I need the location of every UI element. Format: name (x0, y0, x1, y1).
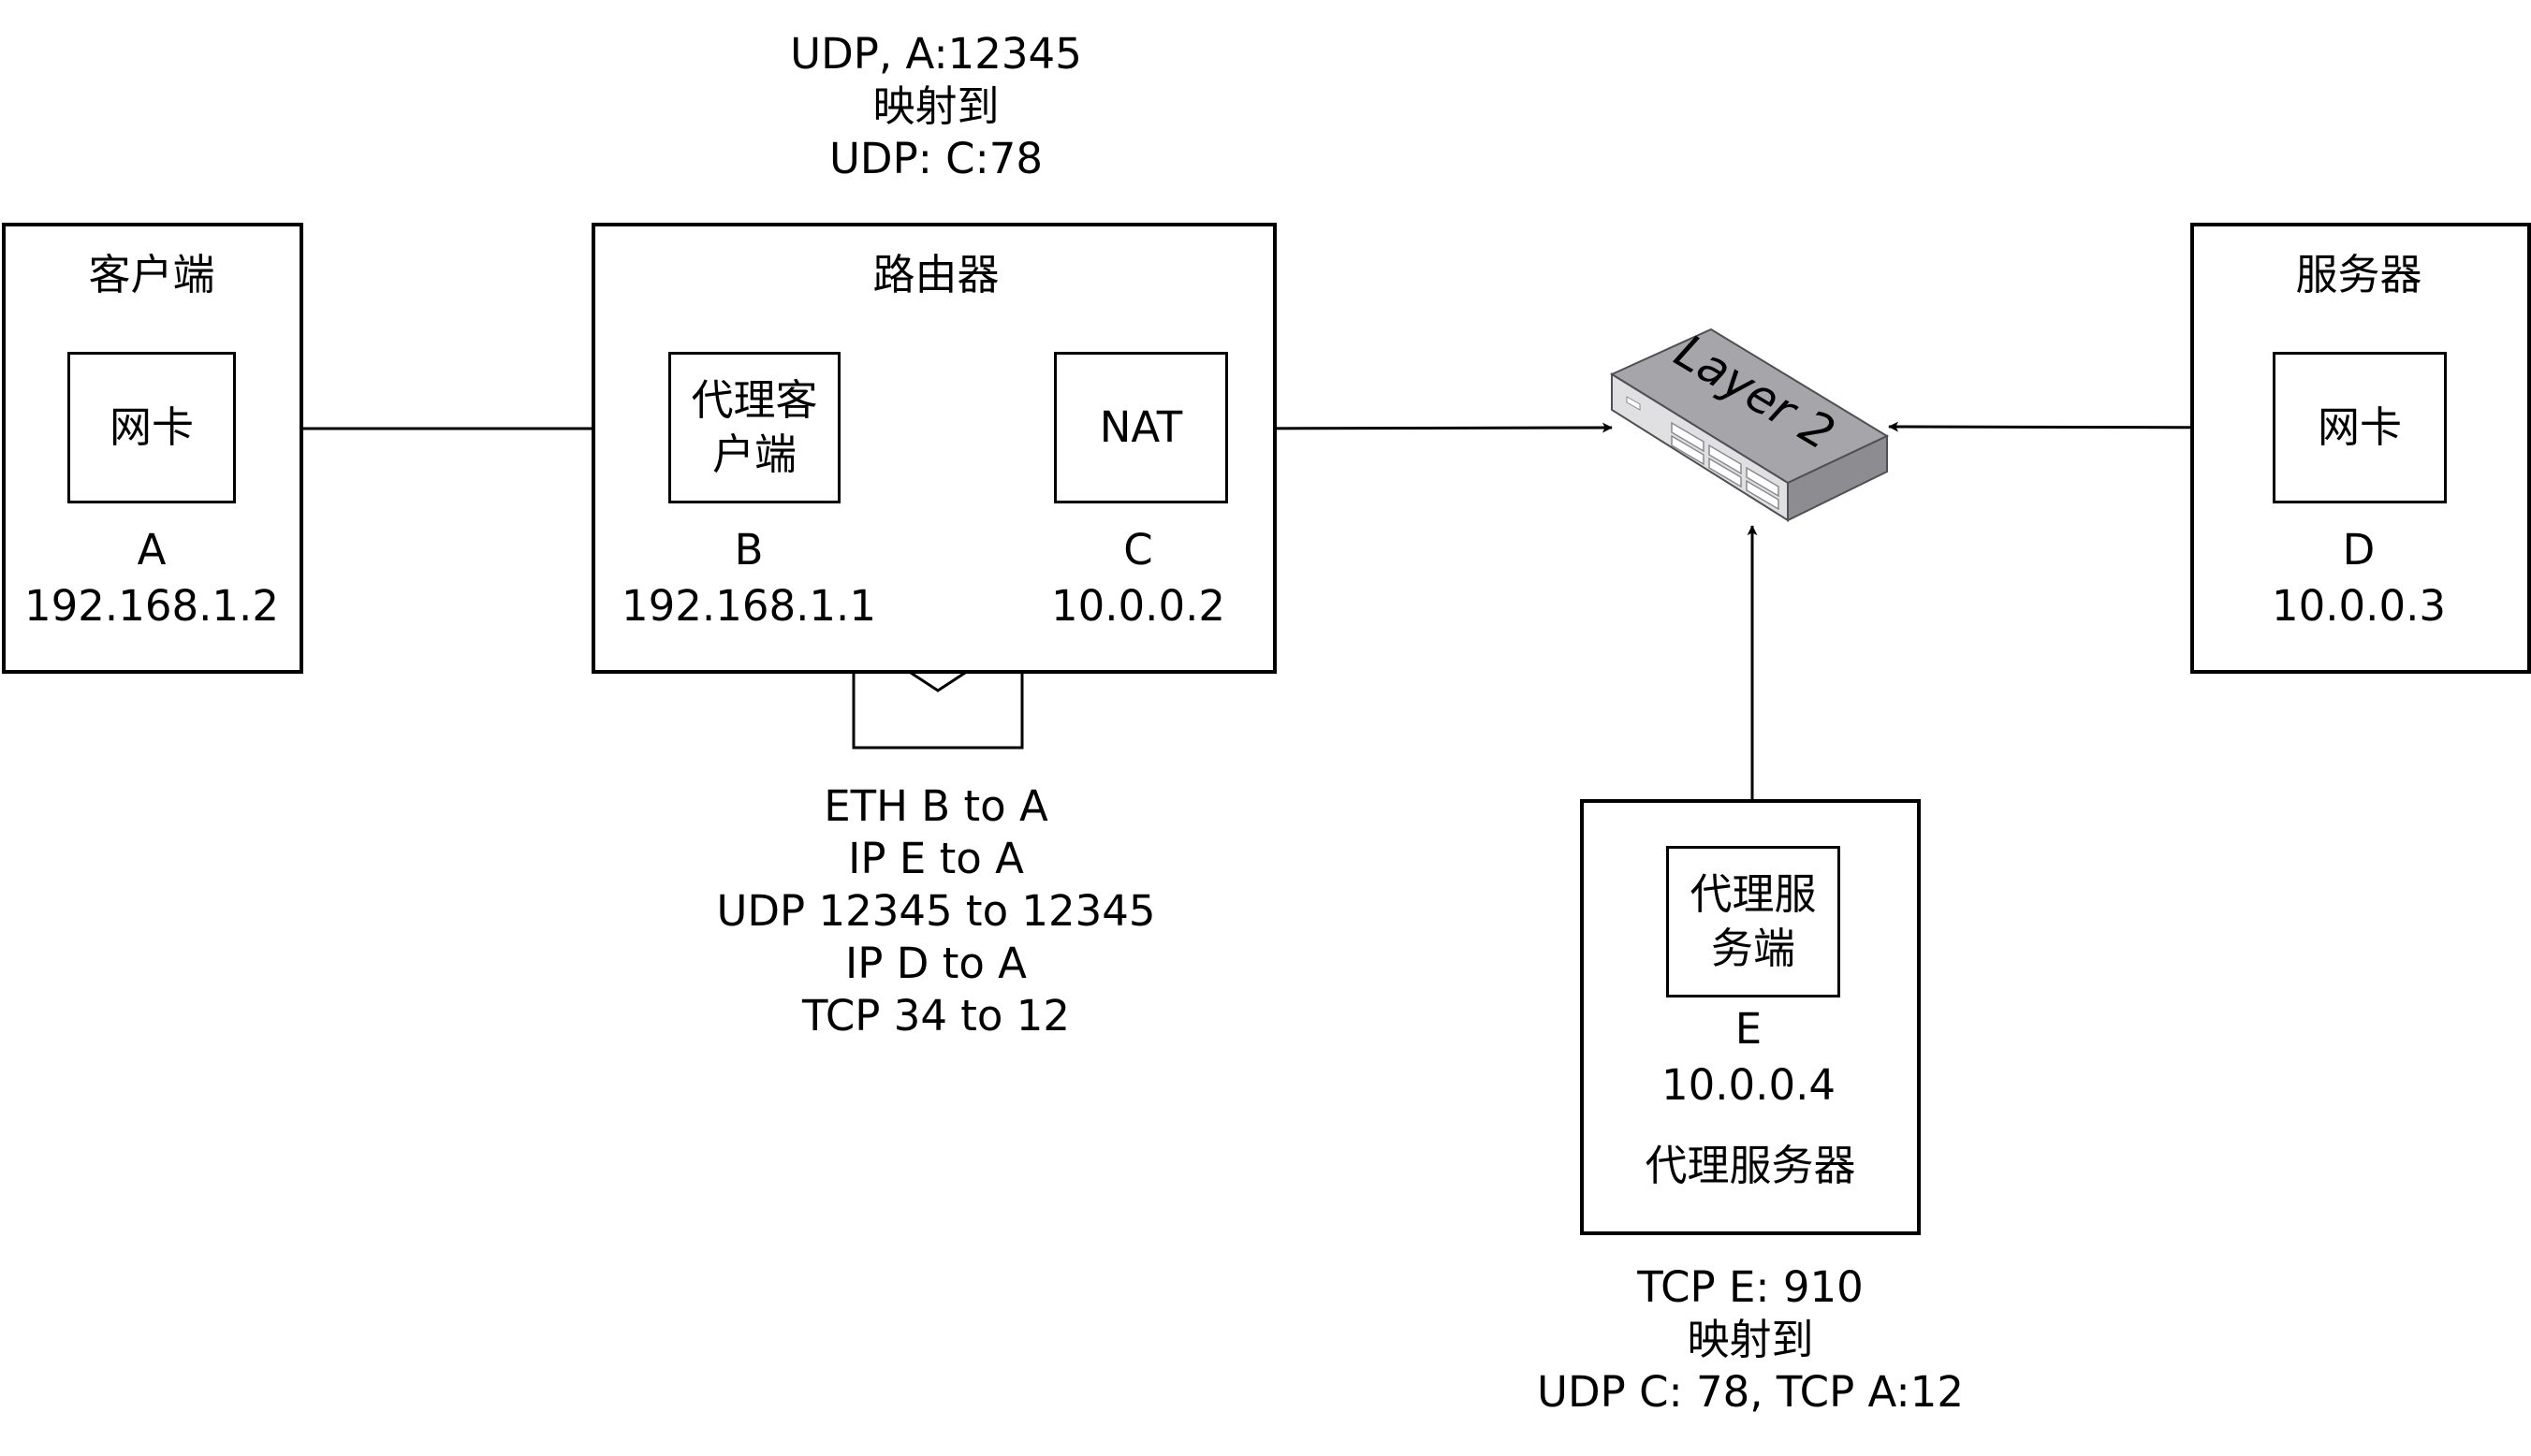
server-nic-label: 网卡 (2317, 402, 2402, 452)
packet-line5: TCP 34 to 12 (801, 991, 1071, 1041)
proxy-client-label: 代理客户端 (691, 375, 818, 479)
proxy-server-ip: 10.0.0.4 (1661, 1060, 1836, 1110)
client-title: 客户端 (88, 250, 215, 299)
router-c-letter: C (1123, 525, 1153, 575)
packet-line3: UDP 12345 to 12345 (716, 886, 1156, 936)
nat-box: NAT (1054, 352, 1228, 503)
router-title: 路由器 (872, 250, 1000, 299)
server-nic-box: 网卡 (2273, 352, 2447, 503)
top-annotation-line3: UDP: C:78 (828, 134, 1044, 183)
packet-line2: IP E to A (848, 834, 1024, 883)
packet-line4: IP D to A (845, 939, 1027, 988)
proxy-server-title: 代理服务器 (1645, 1141, 1856, 1190)
server-title: 服务器 (2295, 250, 2422, 299)
server-node-letter: D (2342, 525, 2376, 575)
proxy-client-box: 代理客户端 (668, 352, 841, 503)
packet-line1: ETH B to A (824, 781, 1048, 831)
bottom-annotation-line2: 映射到 (1687, 1315, 1814, 1364)
top-annotation-line2: 映射到 (872, 81, 1000, 131)
packet-description: ETH B to A IP E to A UDP 12345 to 12345 … (716, 780, 1155, 1042)
router-b-letter: B (734, 525, 764, 575)
top-annotation-line1: UDP, A:12345 (790, 29, 1082, 79)
client-nic-label: 网卡 (109, 402, 194, 452)
bottom-annotation-line3: UDP C: 78, TCP A:12 (1537, 1367, 1964, 1417)
client-nic-box: 网卡 (67, 352, 236, 503)
bottom-annotation: TCP E: 910 映射到 UDP C: 78, TCP A:12 (1537, 1261, 1964, 1419)
server-ip: 10.0.0.3 (2271, 581, 2447, 631)
router-b-ip: 192.168.1.1 (622, 581, 876, 631)
link-nat-switch (1225, 422, 1613, 434)
bottom-annotation-line1: TCP E: 910 (1637, 1262, 1864, 1312)
top-annotation: UDP, A:12345 映射到 UDP: C:78 (790, 28, 1082, 185)
proxy-server-node-letter: E (1734, 1004, 1763, 1054)
layer2-switch-icon (1609, 328, 1890, 522)
nat-label: NAT (1099, 402, 1183, 452)
client-ip: 192.168.1.2 (24, 581, 279, 631)
client-node-letter: A (137, 525, 167, 575)
router-c-ip: 10.0.0.2 (1050, 581, 1226, 631)
proxy-server-inner-label: 代理服务端 (1690, 869, 1817, 973)
proxy-server-inner-box: 代理服务端 (1666, 846, 1840, 997)
